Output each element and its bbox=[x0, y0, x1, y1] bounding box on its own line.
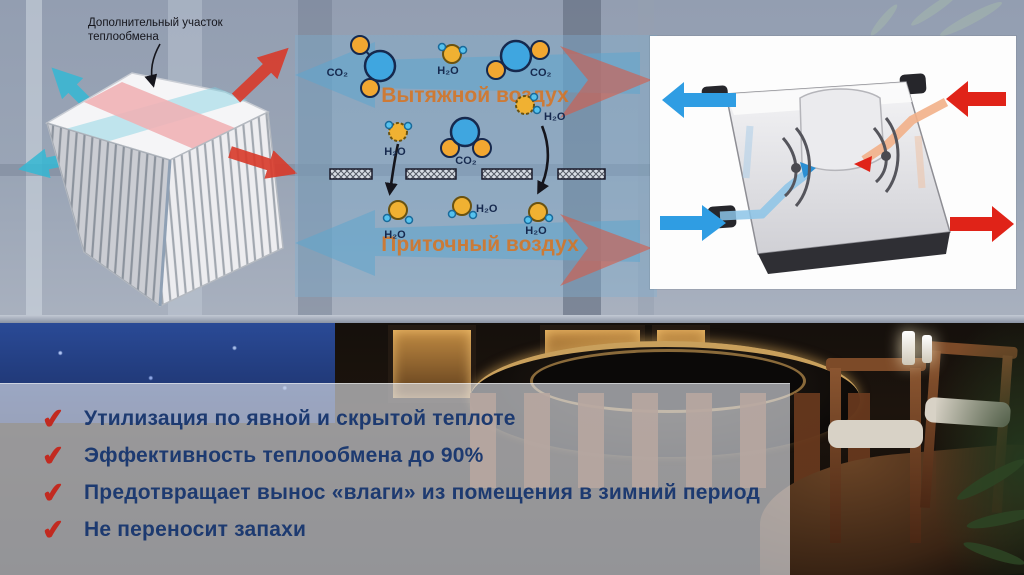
window-frame-band bbox=[298, 0, 332, 323]
plant-streak bbox=[937, 0, 1005, 40]
additional-heat-exchange-zone bbox=[84, 82, 240, 150]
feature-text: Предотвращает вынос «влаги» из помещения… bbox=[84, 480, 761, 504]
exchanger-annotation-label: Дополнительный участок теплообмена bbox=[88, 17, 223, 44]
stool-cushion bbox=[828, 420, 923, 448]
membrane-bars bbox=[329, 168, 606, 180]
frosted-overlay bbox=[0, 383, 790, 575]
stool-leg bbox=[830, 368, 841, 543]
potted-plant bbox=[936, 323, 1024, 575]
annotation-pointer-arrow bbox=[144, 43, 161, 88]
h2o-label: H₂O bbox=[384, 229, 406, 241]
h2o-molecule: H₂O bbox=[382, 200, 414, 241]
h2o-label: H₂O bbox=[437, 65, 459, 77]
window-sill bbox=[0, 315, 1024, 323]
moisture-transfer-arrows bbox=[384, 125, 550, 196]
h2o-label: H₂O bbox=[525, 225, 547, 237]
feature-text: Не переносит запахи bbox=[84, 517, 307, 541]
unit-fan bbox=[781, 126, 811, 208]
supply-air-arrows-hot bbox=[228, 47, 298, 179]
h2o-molecule: H₂O bbox=[447, 196, 498, 220]
list-item: ✔ Утилизация по явной и скрытой теплоте bbox=[0, 400, 790, 437]
co2-molecule: CO₂ bbox=[327, 35, 397, 98]
co2-label: CO₂ bbox=[327, 67, 349, 79]
h2o-label: H₂O bbox=[544, 111, 566, 123]
exhaust-stream-arrow bbox=[295, 42, 652, 118]
table-lamp bbox=[922, 335, 932, 363]
list-item: ✔ Эффективность теплообмена до 90% bbox=[0, 437, 790, 474]
h2o-molecule: H₂O bbox=[515, 92, 566, 123]
plant-leaf bbox=[953, 454, 1024, 505]
unit-fan bbox=[872, 117, 900, 193]
check-icon: ✔ bbox=[40, 402, 67, 436]
stool-rail bbox=[826, 358, 926, 371]
membrane-exchange-diagram: Вытяжной воздух Приточный воздух CO₂ bbox=[295, 35, 657, 297]
plant-leaf bbox=[965, 505, 1024, 533]
h2o-label: H₂O bbox=[476, 203, 498, 215]
h2o-molecule: H₂O bbox=[437, 42, 468, 77]
exchanger-body bbox=[45, 72, 284, 308]
h2o-molecule: H₂O bbox=[523, 202, 554, 237]
unit-body bbox=[725, 81, 951, 274]
hrv-unit-panel bbox=[650, 36, 1016, 289]
unit-internal-flows bbox=[719, 98, 949, 221]
table-lamp bbox=[902, 331, 915, 365]
co2-molecule: CO₂ bbox=[486, 39, 552, 80]
check-icon: ✔ bbox=[40, 439, 67, 473]
supply-air-label: Приточный воздух bbox=[381, 233, 579, 256]
co2-label: CO₂ bbox=[530, 67, 552, 79]
hrv-unit-illustration bbox=[660, 73, 1014, 274]
feature-text: Утилизация по явной и скрытой теплоте bbox=[84, 406, 516, 430]
cold-air-arrows bbox=[660, 82, 736, 241]
h2o-molecule: H₂O bbox=[384, 120, 413, 158]
h2o-label: H₂O bbox=[384, 146, 406, 158]
co2-label: CO₂ bbox=[455, 155, 477, 167]
plant-leaf bbox=[961, 538, 1024, 569]
heat-exchanger-illustration bbox=[18, 43, 298, 308]
list-item: ✔ Не переносит запахи bbox=[0, 511, 790, 548]
plant-streak bbox=[868, 2, 900, 38]
supply-stream-arrow bbox=[295, 210, 652, 286]
exhaust-air-label: Вытяжной воздух bbox=[381, 84, 569, 107]
check-icon: ✔ bbox=[40, 513, 67, 547]
feature-text: Эффективность теплообмена до 90% bbox=[84, 443, 484, 467]
co2-molecule: CO₂ bbox=[440, 116, 492, 167]
list-item: ✔ Предотвращает вынос «влаги» из помещен… bbox=[0, 474, 790, 511]
check-icon: ✔ bbox=[40, 476, 67, 510]
feature-list: ✔ Утилизация по явной и скрытой теплоте … bbox=[0, 383, 790, 575]
hot-air-arrows bbox=[946, 81, 1014, 242]
stool-leg bbox=[910, 368, 921, 543]
